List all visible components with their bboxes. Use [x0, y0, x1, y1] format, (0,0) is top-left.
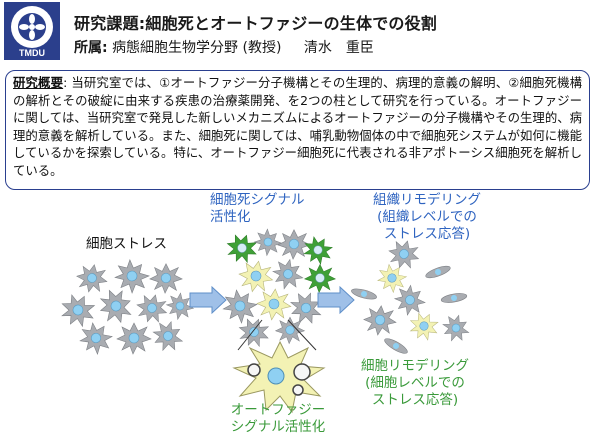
summary-text: : 当研究室では、①オートファジー分子機構とその生理的、病理的意義の解明、②細胞…	[13, 75, 582, 178]
cell-icon	[382, 335, 410, 357]
cell-icon	[94, 284, 137, 328]
cell-icon	[362, 304, 398, 337]
university-logo-icon: TMDU	[4, 2, 60, 60]
left-cell-cluster	[55, 253, 199, 360]
affiliation-name: 清水 重臣	[303, 40, 374, 56]
cell-icon	[349, 286, 379, 302]
diagram: 細胞ストレス 細胞死シグナル 活性化 組織リモデリング (組織レベルでの ストレ…	[0, 190, 600, 440]
death-signal-line1: 細胞死シグナル	[210, 192, 305, 208]
cell-icon	[437, 309, 474, 347]
diagram-graphics	[55, 223, 474, 414]
tissue-line3: ストレス応答)	[383, 226, 471, 242]
cell-stress-label: 細胞ストレス	[86, 236, 167, 252]
zoom-line	[237, 319, 263, 351]
right-arrow-icon	[189, 286, 227, 314]
cell-icon	[304, 264, 336, 293]
affiliation: 所属: 病態細胞生物学分野 (教授) 清水 重臣	[74, 37, 374, 57]
summary-box: 研究概要: 当研究室では、①オートファジー分子機構とその生理的、病理的意義の解明…	[5, 70, 590, 190]
cell-line1: 細胞リモデリング	[361, 358, 469, 374]
cell-line3: ストレス応答)	[371, 392, 459, 408]
autophagic-cell-enlarged	[232, 340, 326, 414]
cell-icon	[440, 291, 468, 305]
tissue-line2: (組織レベルでの	[377, 209, 477, 225]
cell-icon	[116, 322, 152, 355]
tissue-remodeling-label: 組織リモデリング (組織レベルでの ストレス応答)	[352, 192, 502, 243]
cell-icon	[275, 316, 305, 344]
cell-icon	[222, 229, 262, 268]
affiliation-dept: 病態細胞生物学分野 (教授)	[112, 40, 282, 56]
cell-icon	[236, 257, 276, 296]
cell-line2: (細胞レベルでの	[365, 375, 465, 391]
death-signal-label: 細胞死シグナル 活性化	[210, 192, 305, 226]
cell-icon	[267, 253, 309, 296]
cell-icon	[277, 229, 311, 260]
header: TMDU 研究課題:細胞死とオートファジーの生体での役割 所属: 病態細胞生物学…	[0, 0, 600, 64]
cell-icon	[74, 261, 110, 296]
cell-icon	[404, 308, 443, 345]
tissue-line1: 組織リモデリング	[373, 192, 481, 208]
autophagy-line1: オートファジー	[230, 402, 326, 418]
cell-icon	[133, 290, 171, 327]
cell-icon	[249, 223, 287, 261]
zoom-line	[287, 319, 317, 351]
cell-icon	[255, 287, 293, 322]
cell-icon	[108, 253, 155, 300]
right-cell-cluster	[349, 236, 474, 357]
summary-label: 研究概要	[13, 75, 64, 90]
right-arrow-icon	[317, 286, 355, 314]
middle-cell-cluster	[216, 223, 338, 352]
cell-icon	[149, 263, 183, 294]
cell-remodeling-label: 細胞リモデリング (細胞レベルでの ストレス応答)	[340, 358, 490, 409]
autophagy-signal-label: オートファジー シグナル活性化	[208, 402, 348, 436]
affiliation-label: 所属:	[74, 40, 108, 56]
logo-abbr: TMDU	[19, 48, 45, 58]
cell-icon	[423, 263, 453, 281]
cell-icon	[147, 315, 188, 357]
death-signal-line2: 活性化	[210, 209, 251, 225]
page-title: 研究課題:細胞死とオートファジーの生体での役割	[74, 14, 437, 33]
autophagy-line2: シグナル活性化	[230, 419, 326, 435]
